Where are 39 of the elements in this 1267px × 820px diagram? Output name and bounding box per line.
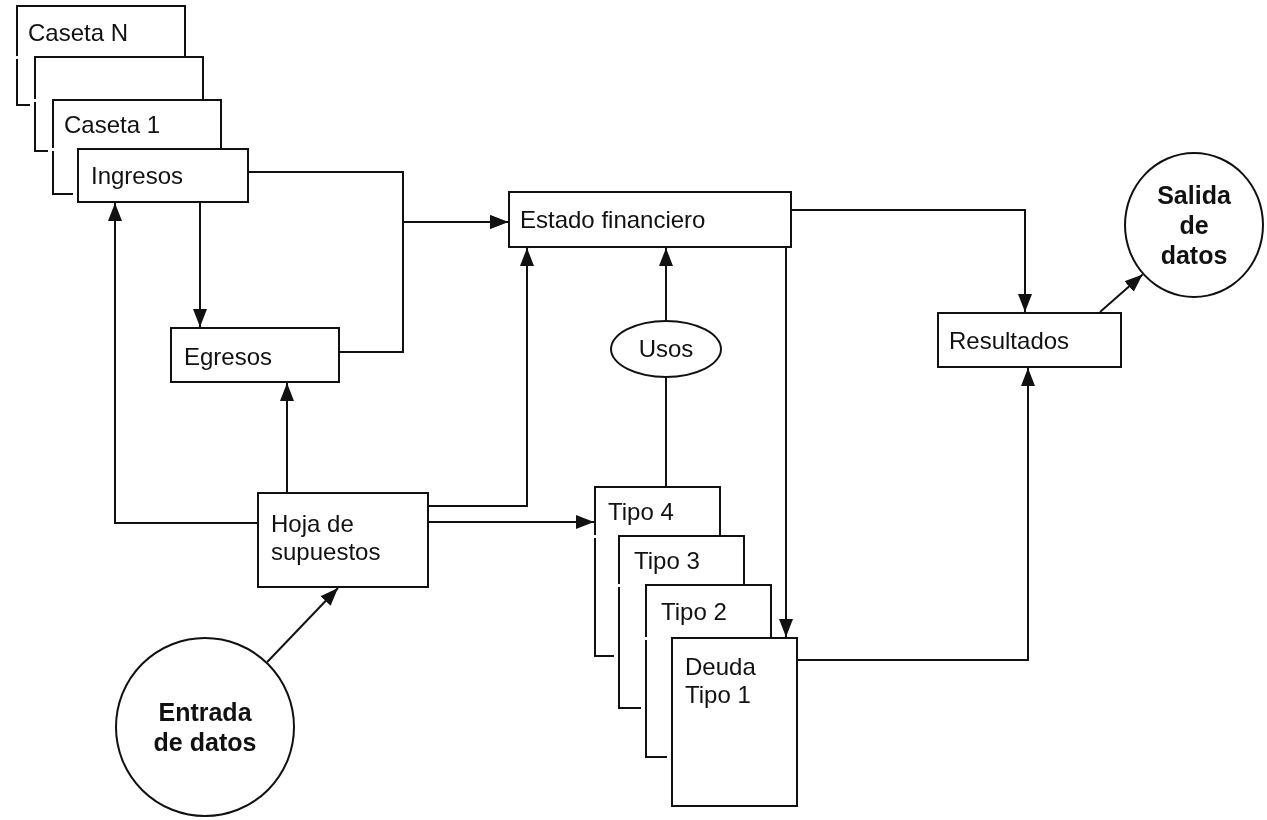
node-label: Usos (638, 334, 694, 364)
node-label: Estado financiero (520, 206, 706, 234)
arrow (339, 215, 509, 353)
empty-card (34, 56, 204, 99)
node-label: Entrada de datos (152, 697, 258, 757)
stacked-card (618, 535, 745, 584)
stacked-card (594, 486, 721, 535)
node-label: Tipo 3 (634, 547, 700, 575)
arrow (193, 202, 207, 328)
stacked-card (671, 637, 798, 807)
node-label: Caseta 1 (64, 111, 161, 139)
node-label: Resultados (949, 327, 1070, 355)
stacked-card (645, 584, 772, 637)
arrow (108, 202, 258, 524)
process-box (937, 312, 1122, 368)
node-label: Deuda Tipo 1 (685, 653, 757, 709)
node-label: Salida de datos (1156, 180, 1232, 270)
process-box (170, 327, 340, 383)
stacked-card (52, 99, 222, 148)
process-box (257, 492, 429, 588)
arrow (428, 515, 595, 529)
node-label: Egresos (184, 343, 273, 371)
connector-line (665, 377, 667, 487)
arrow (428, 247, 534, 507)
arrow (659, 247, 673, 321)
node-label: Ingresos (91, 162, 184, 190)
process-box (508, 191, 792, 248)
node-label: Tipo 4 (608, 498, 674, 526)
arrow (266, 587, 339, 663)
arrow (280, 382, 294, 493)
node-label: Caseta N (28, 19, 129, 47)
arrow (779, 247, 793, 638)
arrow (791, 209, 1032, 313)
process-box (77, 148, 249, 203)
arrow (1099, 273, 1144, 313)
node-label: Hoja de supuestos (271, 510, 382, 566)
node-label: Tipo 2 (661, 598, 727, 626)
arrow (797, 367, 1035, 661)
stacked-card (16, 5, 186, 56)
